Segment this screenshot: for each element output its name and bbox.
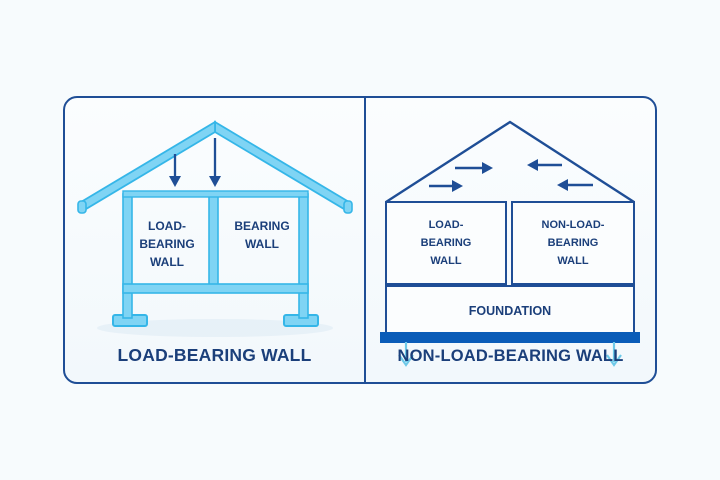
svg-text:NON-LOAD-: NON-LOAD-: [542, 219, 605, 231]
svg-text:WALL: WALL: [430, 255, 461, 267]
eave-left: [77, 200, 87, 214]
svg-text:WALL: WALL: [245, 237, 279, 251]
panel-divider: [364, 98, 366, 382]
wall-label-right: NON-LOAD- BEARING WALL: [542, 219, 605, 267]
right-arrow-upper: [455, 162, 493, 174]
eave-right: [343, 200, 353, 214]
roof-line: [385, 120, 635, 204]
panel-right-caption: NON-LOAD-BEARING WALL: [397, 347, 624, 365]
post-center: [208, 193, 219, 291]
foundation-label: FOUNDATION: [469, 304, 551, 318]
post-right: [298, 193, 309, 319]
down-arrow-2: [209, 138, 221, 187]
roof-beam: [77, 120, 353, 214]
svg-text:LOAD-: LOAD-: [148, 219, 186, 233]
wall-label-left: LOAD- BEARING WALL: [421, 219, 472, 267]
svg-text:WALL: WALL: [557, 255, 588, 267]
non-load-bearing-house-illustration: LOAD- BEARING WALL NON-LOAD- BEARING WAL…: [366, 98, 655, 348]
top-plate: [122, 190, 309, 198]
load-arrow-group: [169, 138, 221, 187]
panel-load-bearing: LOAD- BEARING WALL BEARING WALL LOAD-BEA…: [65, 98, 364, 382]
svg-text:BEARING: BEARING: [139, 237, 194, 251]
right-arrow-lower: [429, 180, 463, 192]
roof-left-slope: [80, 120, 216, 214]
down-arrow-right: [606, 342, 622, 367]
panel-non-load-bearing: LOAD- BEARING WALL NON-LOAD- BEARING WAL…: [366, 98, 655, 382]
svg-text:BEARING: BEARING: [234, 219, 289, 233]
wall-label-right: BEARING WALL: [234, 219, 289, 251]
lateral-arrow-group: [429, 159, 593, 192]
left-arrow-lower: [557, 179, 593, 191]
load-bearing-house-illustration: LOAD- BEARING WALL BEARING WALL: [65, 98, 364, 348]
foundation-down-arrows: [366, 342, 655, 382]
down-arrow-left: [398, 342, 414, 367]
foundation-bar: [380, 332, 640, 343]
panel-left-caption: LOAD-BEARING WALL: [117, 345, 312, 365]
ground-shadow: [97, 319, 333, 337]
wall-label-left: LOAD- BEARING WALL: [139, 219, 194, 269]
floor-beam: [122, 283, 309, 294]
post-left: [122, 193, 133, 319]
comparison-frame: LOAD- BEARING WALL BEARING WALL LOAD-BEA…: [63, 96, 657, 384]
wall-box-right: [511, 201, 635, 285]
wall-box-left: [385, 201, 507, 285]
svg-text:WALL: WALL: [150, 255, 184, 269]
svg-text:BEARING: BEARING: [548, 237, 599, 249]
roof-right-slope: [214, 120, 350, 214]
left-arrow-upper: [527, 159, 562, 171]
svg-text:LOAD-: LOAD-: [429, 219, 464, 231]
svg-text:BEARING: BEARING: [421, 237, 472, 249]
down-arrow-1: [169, 154, 181, 187]
